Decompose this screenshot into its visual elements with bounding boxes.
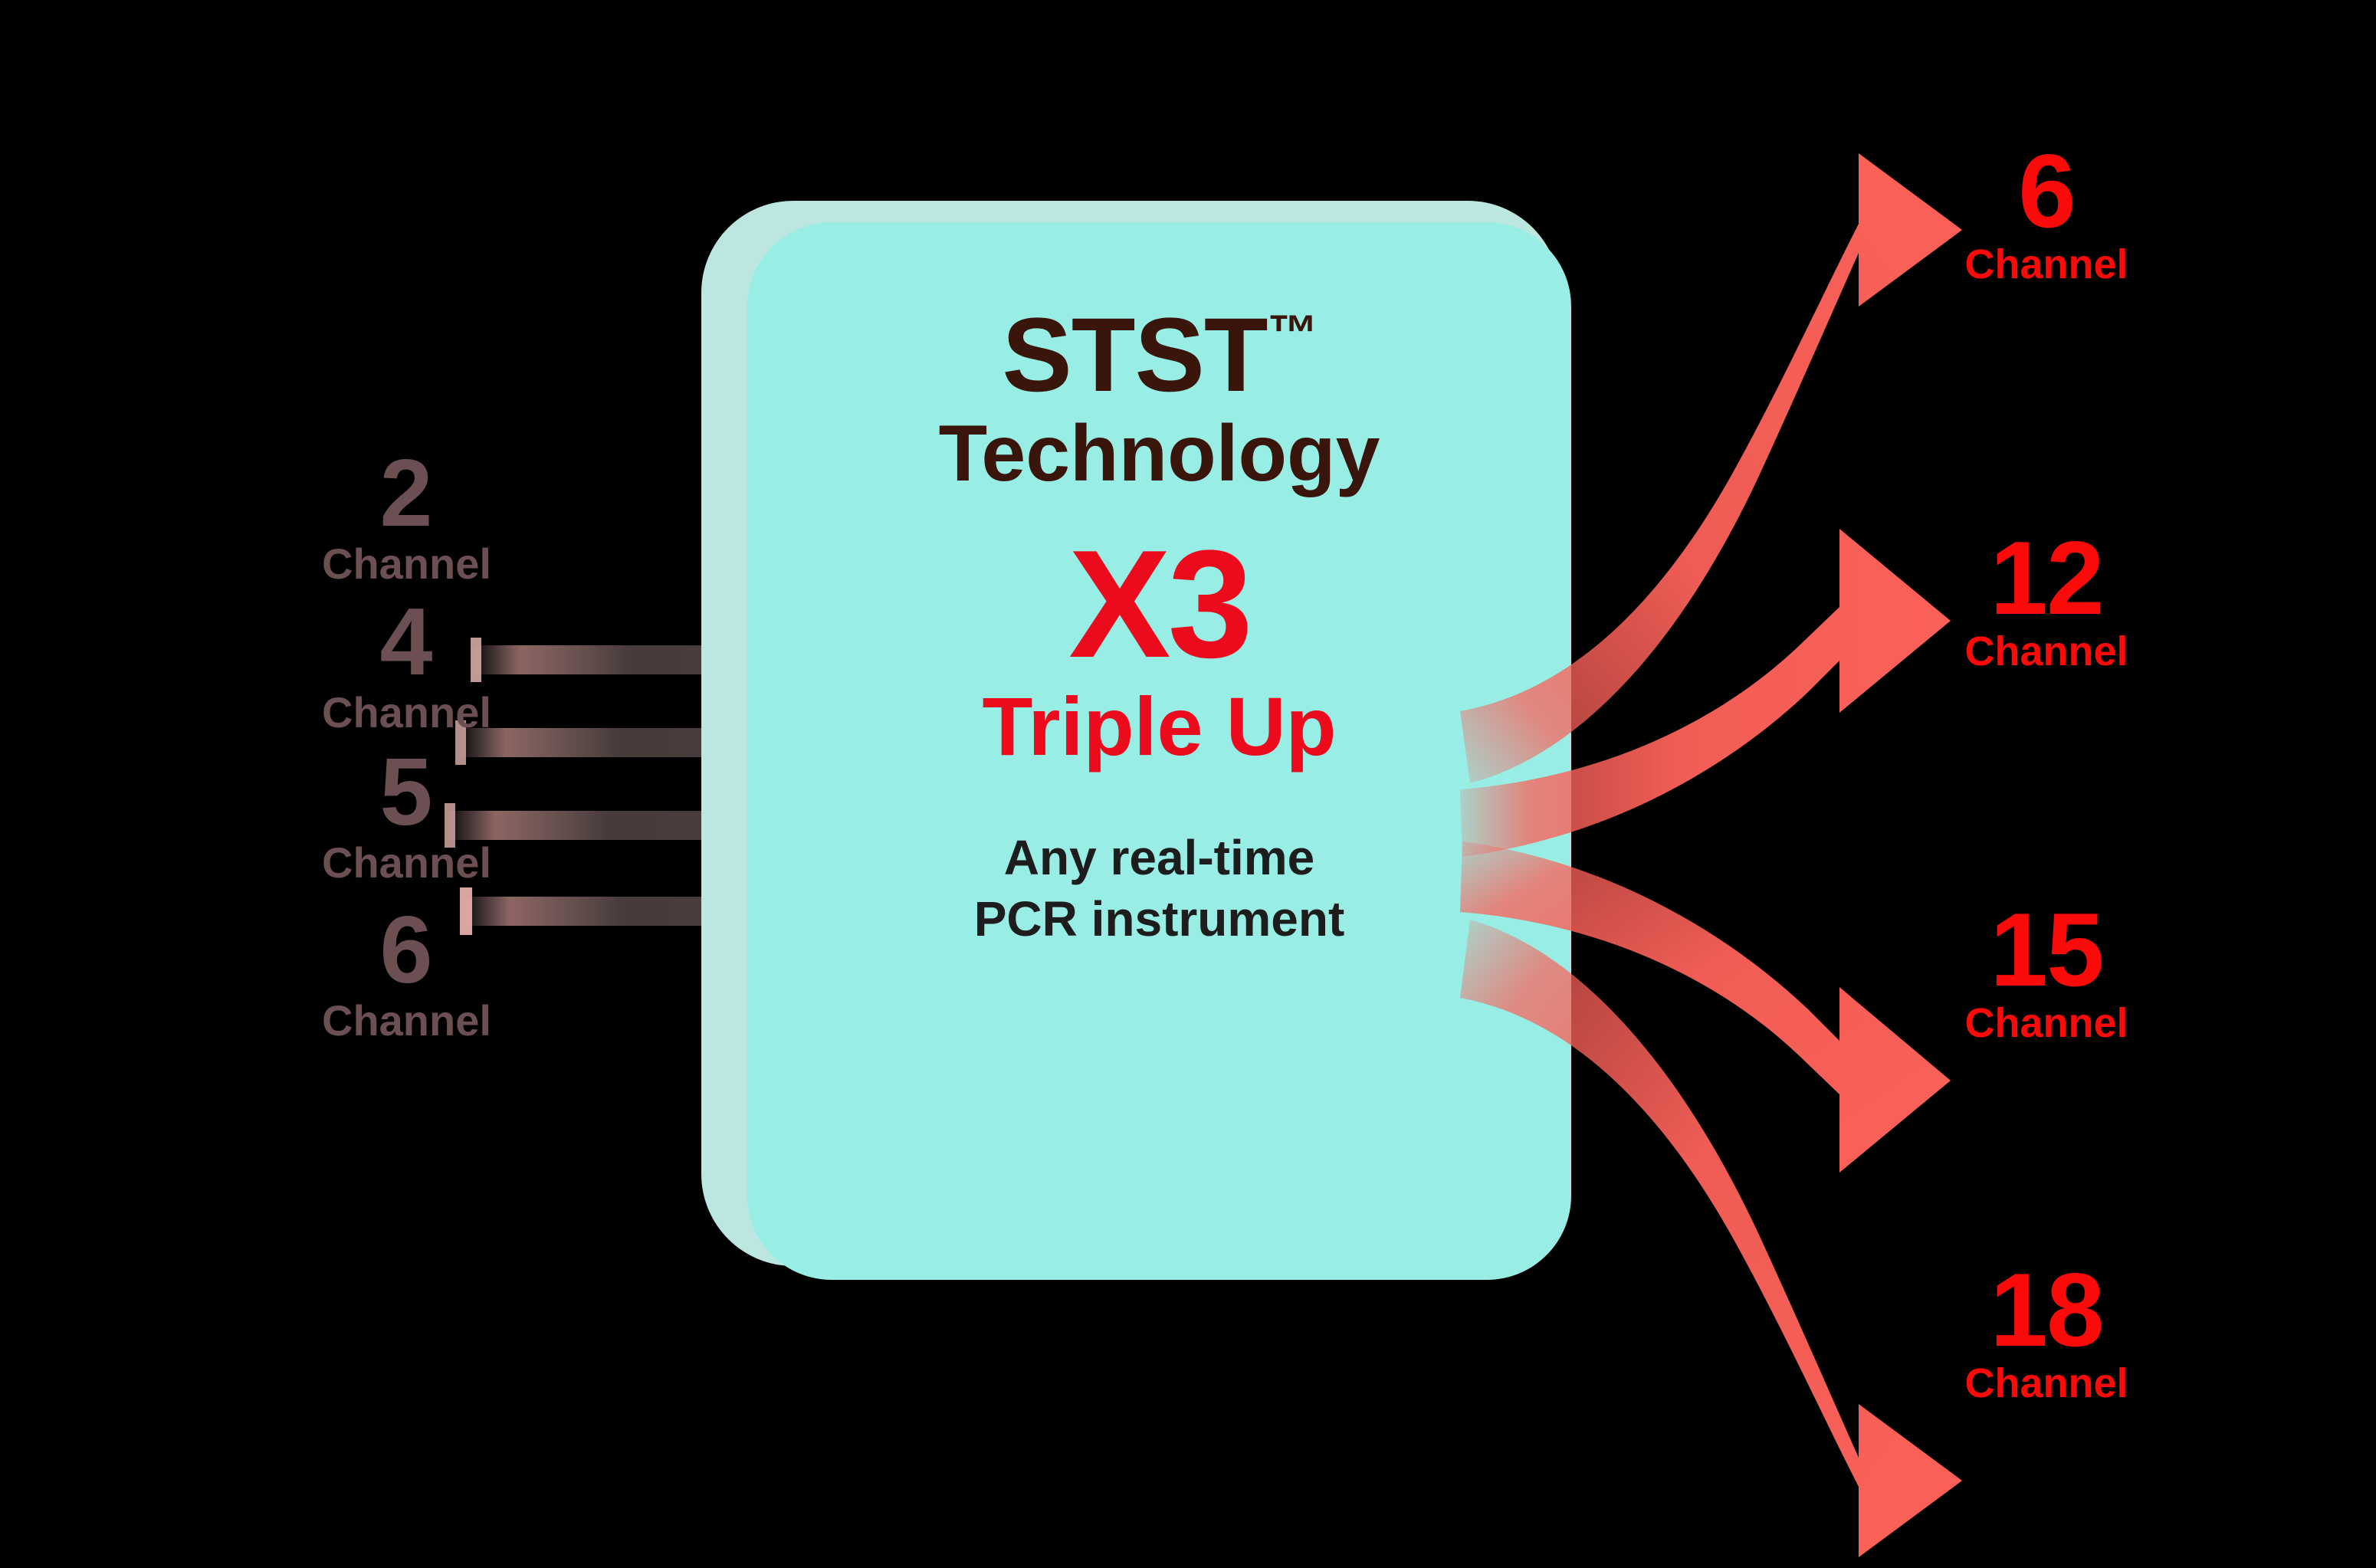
stst-card-content: STST™ Technology X3 Triple Up Any real-t… <box>747 222 1571 1280</box>
ribbon-tip-2 <box>455 720 466 765</box>
output-arrow-4 <box>1460 920 1962 1557</box>
output-value-2: 12 <box>1990 520 2104 636</box>
multiplier-value: X3 <box>1068 519 1253 691</box>
input-unit-4: Channel <box>322 996 491 1045</box>
input-value-3: 5 <box>379 740 433 845</box>
output-label-15ch: 15 Channel <box>1951 891 2142 1047</box>
input-value-4: 6 <box>379 897 433 1003</box>
input-label-2ch: 2 Channel <box>322 441 491 588</box>
output-label-6ch: 6 Channel <box>1951 133 2142 288</box>
multiplier-tagline: Triple Up <box>982 680 1337 773</box>
instrument-note: Any real-time PCR instrument <box>974 827 1345 950</box>
output-unit-1: Channel <box>1964 241 2128 288</box>
output-arrow-2 <box>1460 529 1951 857</box>
ribbon-tip-3 <box>445 803 455 848</box>
output-label-12ch: 12 Channel <box>1951 520 2142 675</box>
output-value-3: 15 <box>1990 891 2104 1008</box>
output-label-18ch: 18 Channel <box>1951 1251 2142 1407</box>
output-unit-3: Channel <box>1964 1000 2128 1047</box>
input-label-4ch: 4 Channel <box>322 589 491 736</box>
input-value-1: 2 <box>379 441 433 546</box>
input-label-5ch: 5 Channel <box>322 740 491 887</box>
output-unit-4: Channel <box>1964 1360 2128 1407</box>
brand-name: STST <box>1002 297 1268 414</box>
output-arrow-1 <box>1460 153 1962 783</box>
input-label-6ch: 6 Channel <box>322 897 491 1045</box>
input-unit-2: Channel <box>322 687 491 736</box>
output-value-4: 18 <box>1990 1251 2104 1368</box>
ribbon-tip-1 <box>471 638 481 682</box>
input-value-2: 4 <box>379 589 433 695</box>
output-value-1: 6 <box>2018 133 2076 249</box>
input-unit-1: Channel <box>322 539 491 588</box>
input-unit-3: Channel <box>322 838 491 887</box>
instrument-note-line-1: Any real-time <box>1003 829 1315 885</box>
brand-subtitle: Technology <box>938 409 1380 498</box>
ribbon-tip-4 <box>460 887 472 935</box>
brand-title: STST™ <box>1002 303 1318 408</box>
trademark-symbol: ™ <box>1267 304 1318 362</box>
instrument-note-line-2: PCR instrument <box>973 891 1345 947</box>
output-arrow-3 <box>1460 841 1951 1173</box>
stst-card <box>747 222 1571 1280</box>
output-unit-2: Channel <box>1964 628 2128 675</box>
